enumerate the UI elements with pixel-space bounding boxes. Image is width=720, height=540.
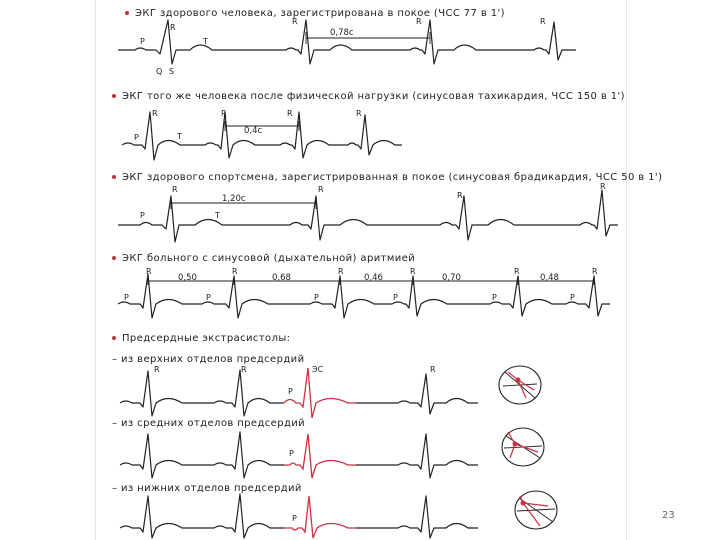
section-title: ЭКГ больного с синусовой (дыхательной) а… (122, 253, 415, 264)
wave-label-r: R (241, 365, 247, 374)
interval-bracket (305, 32, 431, 44)
bullet (112, 256, 116, 260)
bullet (125, 11, 129, 15)
interval-label: 1,20с (222, 194, 246, 204)
interval-label: 0,46 (364, 273, 383, 283)
wave-label-r: R (154, 365, 160, 374)
section-title: ЭКГ здорового человека, зарегистрирована… (135, 8, 505, 19)
wave-label-r: R (592, 267, 598, 276)
page-border (95, 0, 627, 540)
wave-label-r: R (292, 17, 298, 26)
wave-label-r: R (152, 109, 158, 118)
extrasystole-label: ЭС (312, 365, 324, 374)
wave-label-p: P (124, 293, 129, 302)
row-label: – из нижних отделов предсердий (112, 483, 302, 494)
extrasystoles-section: Предсердные экстрасистолы: – из верхних … (112, 333, 558, 539)
ecg-trace (118, 189, 618, 243)
wave-label-r: R (356, 109, 362, 118)
page-number: 23 (662, 510, 675, 521)
wave-label-p: P (288, 387, 293, 396)
wave-label-p: P (393, 293, 398, 302)
section-4: ЭКГ больного с синусовой (дыхательной) а… (112, 253, 610, 319)
extrasystole-trace (284, 495, 356, 539)
wave-label-r: R (540, 17, 546, 26)
interval-label: 0,48 (540, 273, 559, 283)
wave-label-p: P (206, 293, 211, 302)
ecg-trace (356, 433, 478, 479)
interval-label: 0,50 (178, 273, 197, 283)
wave-label-p: P (134, 133, 139, 142)
heart-axis-diagram (498, 365, 542, 405)
section-2: ЭКГ того же человека после физической на… (112, 91, 625, 161)
interval-bracket (170, 197, 317, 209)
wave-label-p: P (140, 211, 145, 220)
interval-bracket (517, 277, 595, 285)
wave-label-r: R (170, 23, 176, 32)
wave-label-t: T (202, 37, 208, 46)
section-title: ЭКГ здорового спортсмена, зарегистрирова… (122, 172, 662, 183)
section-title: Предсердные экстрасистолы: (122, 333, 290, 344)
section-1: ЭКГ здорового человека, зарегистрирована… (118, 8, 576, 76)
wave-label-t: T (214, 211, 220, 220)
interval-bracket (233, 277, 340, 285)
ecg-trace (121, 111, 402, 161)
row-label: – из верхних отделов предсердий (112, 354, 304, 365)
wave-label-p: P (314, 293, 319, 302)
row-label: – из средних отделов предсердий (112, 418, 305, 429)
wave-label-p: P (292, 514, 297, 523)
interval-bracket (339, 277, 413, 285)
interval-bracket (147, 277, 234, 285)
ecg-trace (356, 373, 478, 415)
wave-label-r: R (457, 191, 463, 200)
interval-label: 0,68 (272, 273, 291, 283)
wave-label-r: R (514, 267, 520, 276)
bullet (112, 336, 116, 340)
wave-label-p: P (289, 449, 294, 458)
interval-bracket (224, 121, 300, 131)
ecg-trace (119, 369, 284, 417)
ecg-trace (119, 431, 284, 479)
wave-label-r: R (416, 17, 422, 26)
wave-label-r: R (221, 109, 227, 118)
extrasystole-row-upper: – из верхних отделов предсердий R R R P … (112, 354, 542, 419)
wave-label-r: R (146, 267, 152, 276)
interval-bracket (412, 277, 518, 285)
heart-axis-diagram (514, 490, 558, 530)
interval-label: 0,70 (442, 273, 461, 283)
extrasystole-trace (284, 433, 356, 479)
bullet (112, 94, 116, 98)
ecg-trace (117, 273, 610, 319)
section-title: ЭКГ того же человека после физической на… (122, 91, 625, 102)
wave-label-r: R (430, 365, 436, 374)
wave-label-r: R (338, 267, 344, 276)
wave-label-s: S (169, 67, 174, 76)
wave-label-p: P (140, 37, 145, 46)
ecg-trace (118, 19, 576, 65)
wave-label-r: R (318, 185, 324, 194)
heart-axis-diagram (501, 427, 545, 467)
bullet (112, 175, 116, 179)
section-3: ЭКГ здорового спортсмена, зарегистрирова… (112, 172, 662, 243)
wave-label-r: R (287, 109, 293, 118)
wave-label-p: P (492, 293, 497, 302)
extrasystole-row-middle: – из средних отделов предсердий P (112, 418, 545, 479)
wave-label-t: T (176, 132, 182, 141)
wave-label-q: Q (156, 67, 162, 76)
extrasystole-trace (283, 367, 356, 419)
wave-label-r: R (410, 267, 416, 276)
wave-label-r: R (172, 185, 178, 194)
wave-label-r: R (232, 267, 238, 276)
extrasystole-row-lower: – из нижних отделов предсердий P (112, 483, 558, 539)
ecg-trace (356, 495, 478, 539)
ecg-trace (119, 493, 284, 539)
interval-label: 0,78с (330, 28, 354, 38)
wave-label-r: R (600, 182, 606, 191)
wave-label-p: P (570, 293, 575, 302)
interval-label: 0,4с (244, 126, 263, 136)
